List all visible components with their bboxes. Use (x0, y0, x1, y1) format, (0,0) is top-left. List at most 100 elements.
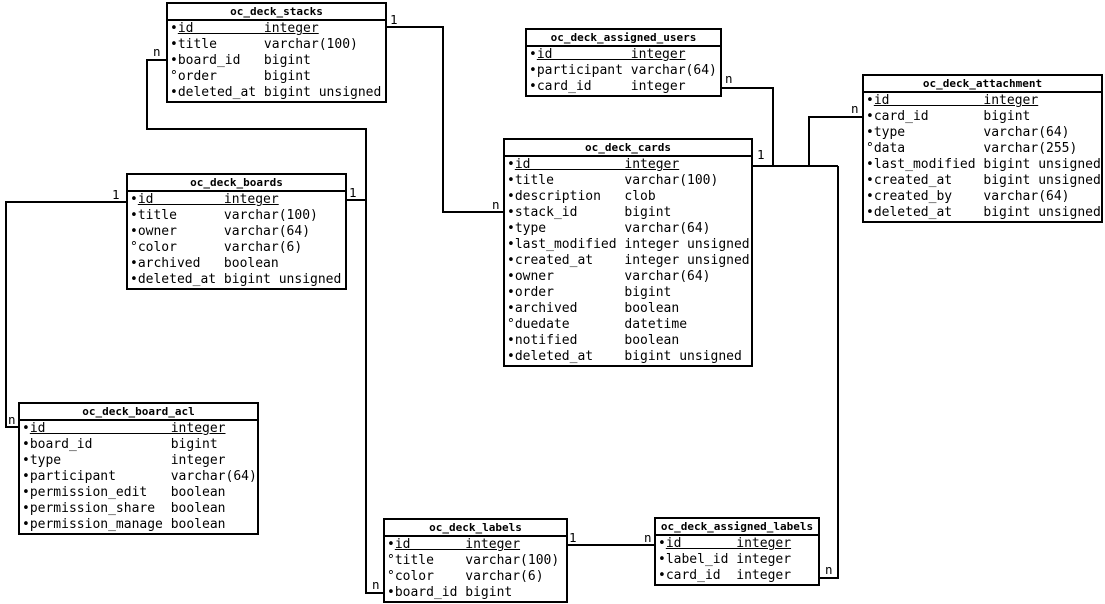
not-null-marker-icon: • (866, 125, 874, 140)
not-null-marker-icon: • (866, 205, 874, 220)
cardinality-label: n (153, 44, 161, 59)
column-text: participant varchar(64) (536, 63, 717, 78)
table-title: oc_deck_labels (385, 520, 566, 537)
not-null-marker-icon: • (22, 469, 30, 484)
cardinality-label: n (372, 577, 380, 592)
column-text: id integer (665, 536, 792, 551)
column-text: last_modified bigint unsigned (873, 157, 1101, 172)
column-row: •id integer (864, 93, 1101, 109)
column-text: id integer (536, 47, 686, 62)
column-row: •id integer (20, 421, 257, 437)
column-row: •card_id integer (656, 568, 818, 584)
table-oc_deck_assigned_labels: oc_deck_assigned_labels•id integer•label… (654, 517, 820, 586)
not-null-marker-icon: • (22, 501, 30, 516)
cardinality-label: n (8, 412, 16, 427)
cardinality-label: n (492, 197, 500, 212)
not-null-marker-icon: • (170, 37, 178, 52)
column-text: board_id bigint (394, 585, 513, 600)
not-null-marker-icon: • (529, 79, 537, 94)
relationship-line (820, 166, 839, 579)
column-text: type varchar(64) (873, 125, 1070, 140)
column-row: °duedate datetime (505, 317, 751, 333)
column-row: •stack_id bigint (505, 205, 751, 221)
column-row: •title varchar(100) (168, 37, 385, 53)
nullable-marker-icon: ° (866, 141, 874, 156)
column-text: description clob (514, 189, 656, 204)
not-null-marker-icon: • (22, 517, 30, 532)
column-text: id integer (394, 537, 521, 552)
not-null-marker-icon: • (507, 253, 515, 268)
not-null-marker-icon: • (866, 157, 874, 172)
cardinality-label: 1 (569, 530, 577, 545)
not-null-marker-icon: • (130, 256, 138, 271)
cardinality-label: 1 (757, 147, 765, 162)
column-text: notified boolean (514, 333, 680, 348)
relationship-line (5, 201, 127, 428)
column-text: duedate datetime (514, 317, 688, 332)
column-row: •last_modified integer unsigned (505, 237, 751, 253)
column-text: type integer (29, 453, 226, 468)
column-row: •id integer (656, 536, 818, 552)
column-row: •id integer (168, 21, 385, 37)
column-text: data varchar(255) (873, 141, 1078, 156)
not-null-marker-icon: • (130, 272, 138, 287)
relationship-line (808, 116, 863, 166)
column-row: •deleted_at bigint unsigned (128, 272, 345, 288)
column-row: •deleted_at bigint unsigned (864, 205, 1101, 221)
column-text: board_id bigint (29, 437, 218, 452)
column-row: •permission_manage boolean (20, 517, 257, 533)
column-row: •order bigint (505, 285, 751, 301)
table-oc_deck_cards: oc_deck_cards•id integer•title varchar(1… (503, 138, 753, 367)
not-null-marker-icon: • (507, 173, 515, 188)
table-title: oc_deck_boards (128, 175, 345, 192)
column-text: title varchar(100) (137, 208, 318, 223)
cardinality-label: n (825, 562, 833, 577)
column-row: •id integer (128, 192, 345, 208)
not-null-marker-icon: • (866, 173, 874, 188)
nullable-marker-icon: ° (507, 317, 515, 332)
column-text: title varchar(100) (394, 553, 560, 568)
not-null-marker-icon: • (658, 552, 666, 567)
not-null-marker-icon: • (130, 208, 138, 223)
column-text: owner varchar(64) (514, 269, 711, 284)
table-oc_deck_boards: oc_deck_boards•id integer•title varchar(… (126, 173, 347, 290)
not-null-marker-icon: • (507, 157, 515, 172)
cardinality-label: n (725, 71, 733, 86)
column-text: id integer (137, 192, 279, 207)
column-text: created_by varchar(64) (873, 189, 1070, 204)
column-row: °title varchar(100) (385, 553, 566, 569)
column-text: color varchar(6) (137, 240, 303, 255)
column-row: •board_id bigint (385, 585, 566, 601)
column-text: order bigint (177, 69, 311, 84)
not-null-marker-icon: • (507, 221, 515, 236)
not-null-marker-icon: • (507, 269, 515, 284)
column-row: •title varchar(100) (128, 208, 345, 224)
not-null-marker-icon: • (507, 349, 515, 364)
column-row: •title varchar(100) (505, 173, 751, 189)
not-null-marker-icon: • (170, 21, 178, 36)
column-row: °color varchar(6) (128, 240, 345, 256)
column-text: id integer (514, 157, 680, 172)
column-row: •permission_share boolean (20, 501, 257, 517)
not-null-marker-icon: • (22, 421, 30, 436)
column-row: •owner varchar(64) (128, 224, 345, 240)
column-row: •deleted_at bigint unsigned (168, 85, 385, 101)
cardinality-label: 1 (349, 185, 357, 200)
column-text: title varchar(100) (514, 173, 719, 188)
not-null-marker-icon: • (507, 237, 515, 252)
column-text: order bigint (514, 285, 672, 300)
not-null-marker-icon: • (170, 53, 178, 68)
column-row: •type integer (20, 453, 257, 469)
table-oc_deck_assigned_users: oc_deck_assigned_users•id integer•partic… (525, 28, 722, 97)
not-null-marker-icon: • (387, 585, 395, 600)
table-title: oc_deck_attachment (864, 76, 1101, 93)
table-oc_deck_attachment: oc_deck_attachment•id integer•card_id bi… (862, 74, 1103, 223)
column-row: •board_id bigint (20, 437, 257, 453)
not-null-marker-icon: • (170, 85, 178, 100)
column-row: •card_id bigint (864, 109, 1101, 125)
column-row: °data varchar(255) (864, 141, 1101, 157)
nullable-marker-icon: ° (387, 569, 395, 584)
not-null-marker-icon: • (507, 333, 515, 348)
column-row: •created_at integer unsigned (505, 253, 751, 269)
